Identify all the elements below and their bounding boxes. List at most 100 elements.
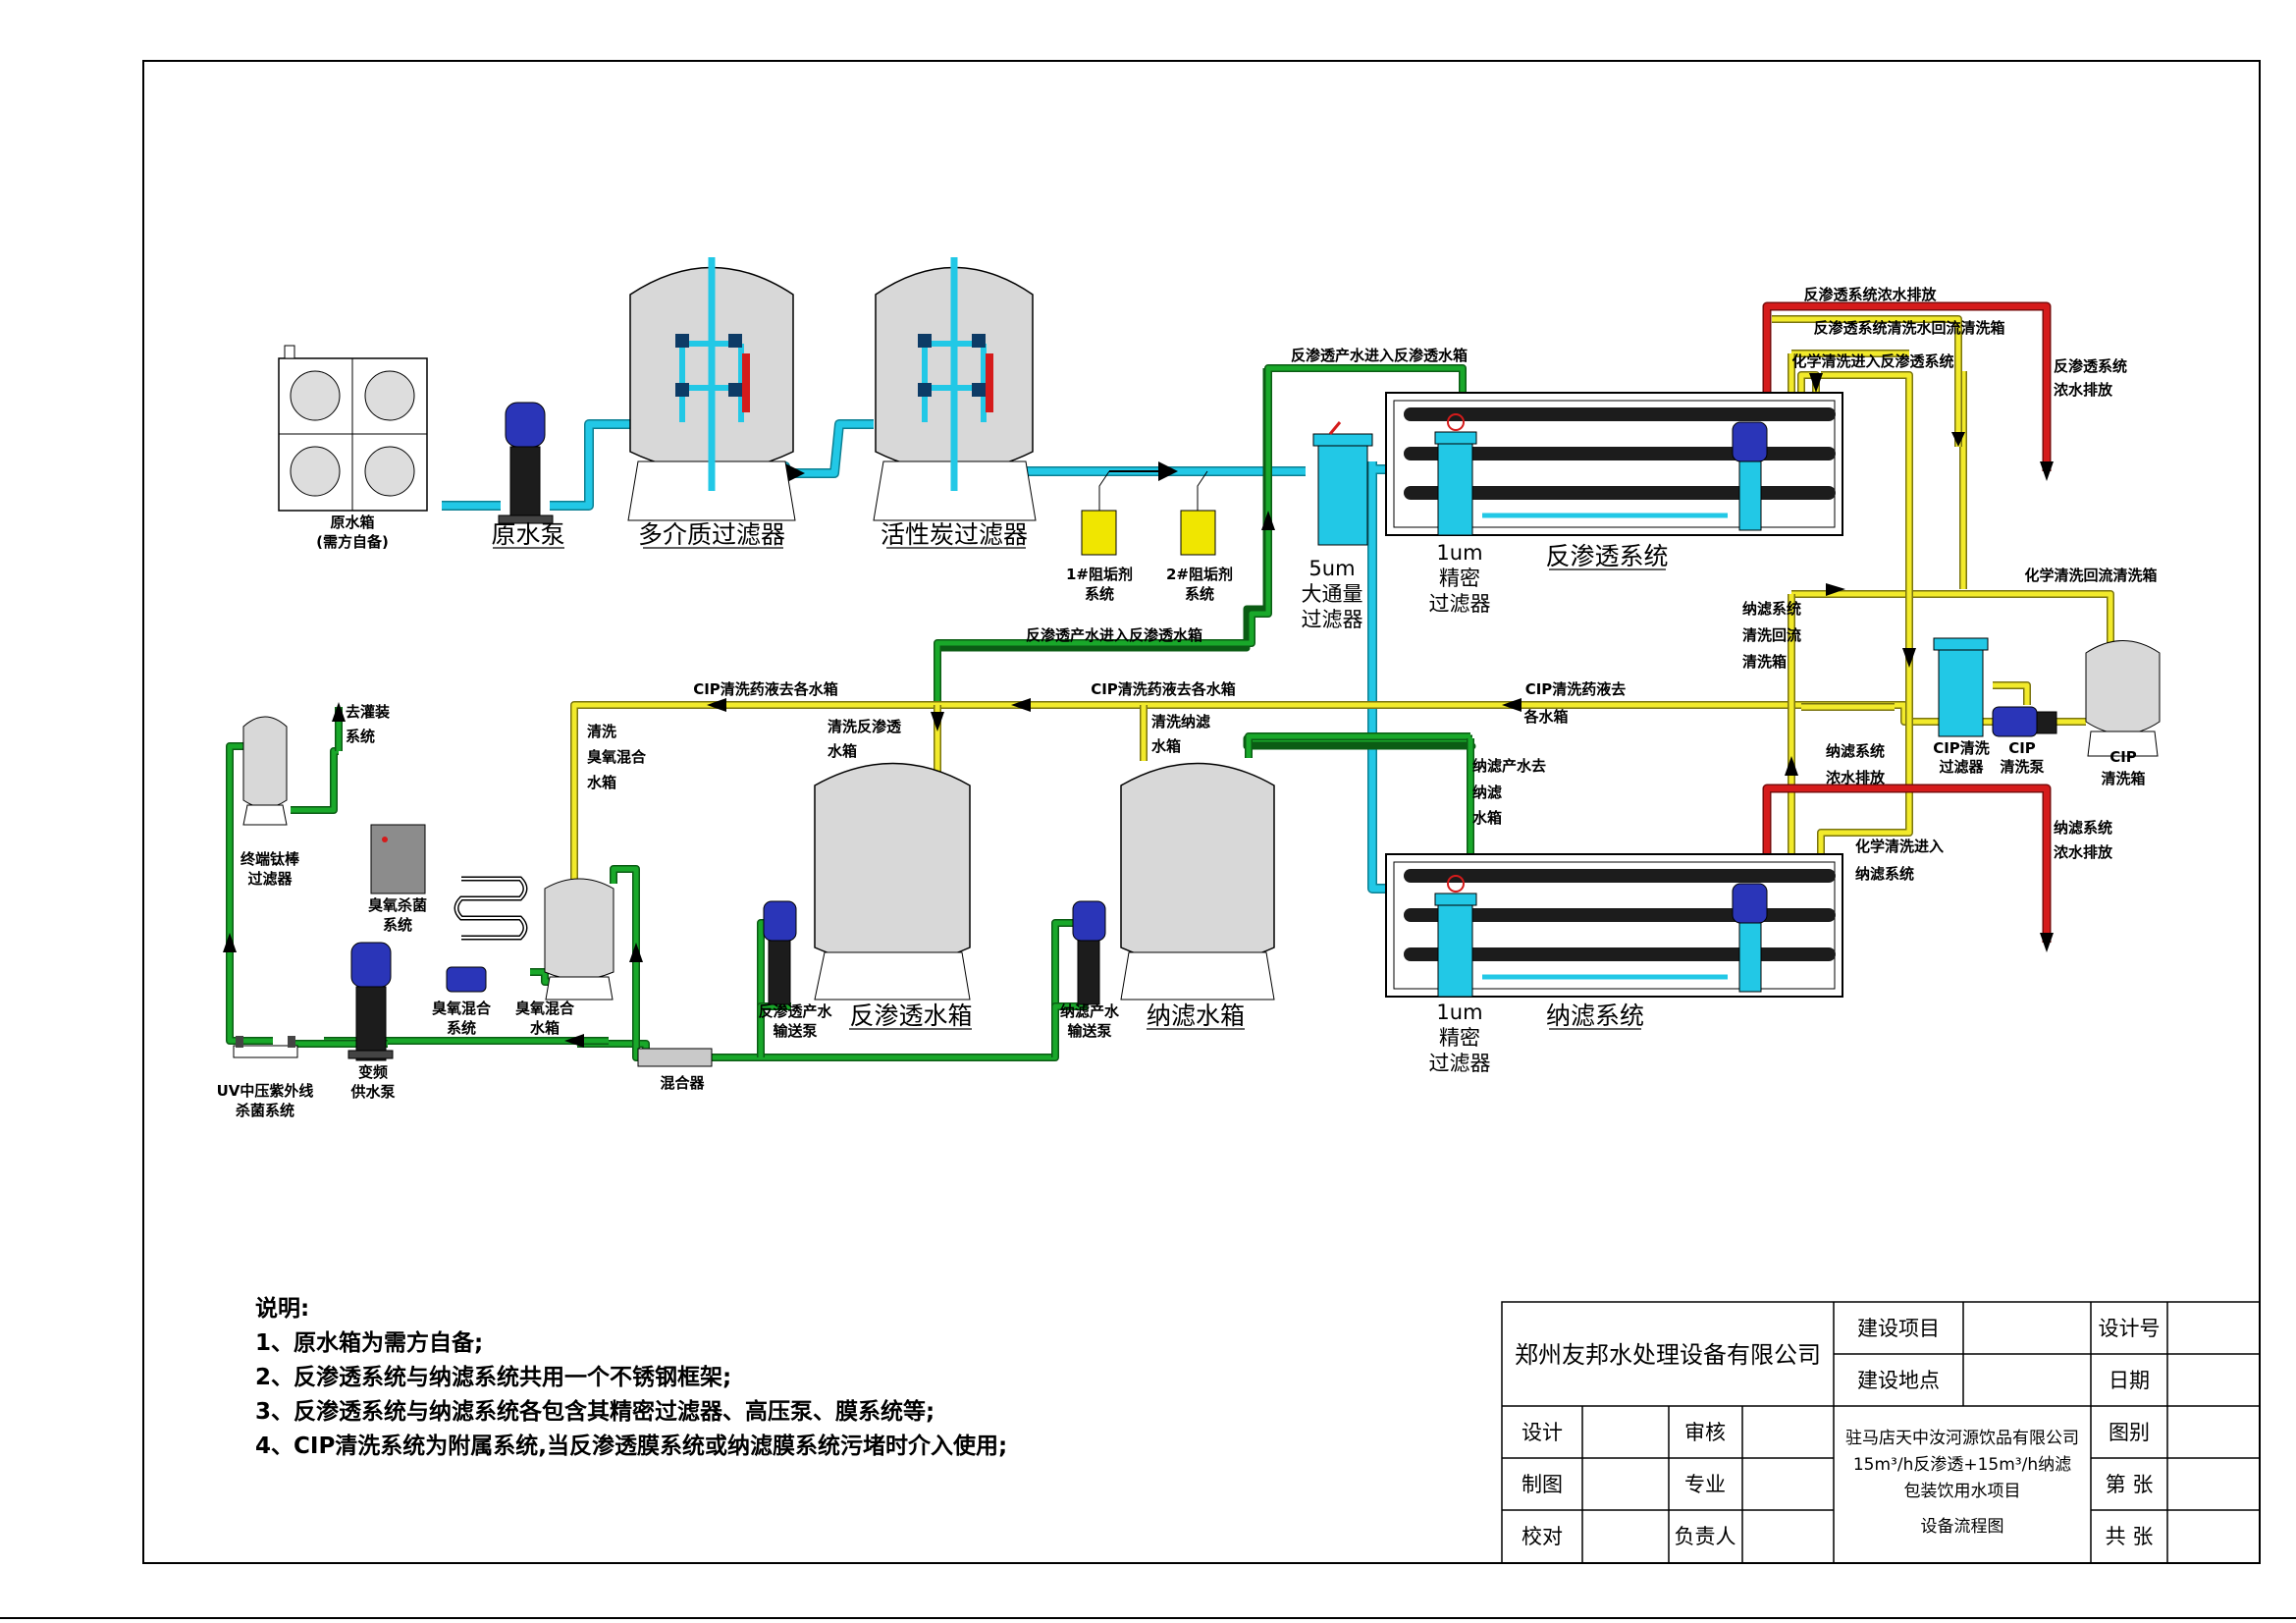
media-filter-label: 多介质过滤器 bbox=[638, 520, 785, 549]
project-line-3: 包装饮用水项目 bbox=[1904, 1482, 2021, 1501]
ozone-mix-label-line2: 系统 bbox=[447, 1019, 476, 1037]
cip-filter-label-line2: 过滤器 bbox=[1939, 758, 1984, 776]
wash-ro-tank-line2: 水箱 bbox=[828, 742, 857, 760]
ro-drain-right-line1: 反渗透系统 bbox=[2054, 357, 2127, 375]
wash-ro-tank-line1: 清洗反渗透 bbox=[828, 718, 902, 735]
drawing-border bbox=[142, 60, 2261, 1564]
cip-right-line2: 各水箱 bbox=[1522, 708, 1568, 726]
nf-drain-right-line2: 浓水排放 bbox=[2054, 843, 2113, 861]
ozone-generator bbox=[370, 824, 426, 894]
carbon-filter-label: 活性炭过滤器 bbox=[881, 520, 1028, 549]
nf-transfer-pump-label-line2: 输送泵 bbox=[1067, 1022, 1111, 1040]
nf-precision-label-line3: 过滤器 bbox=[1429, 1052, 1491, 1075]
note-3: 3、反渗透系统与纳滤系统各包含其精密过滤器、高压泵、膜系统等; bbox=[255, 1398, 934, 1425]
multimedia-filter bbox=[627, 257, 796, 521]
ro-water-tank bbox=[814, 762, 971, 1001]
chem-return-tank-label: 化学清洗回流清洗箱 bbox=[2024, 567, 2157, 584]
to-filling-line1: 去灌装 bbox=[346, 703, 391, 721]
terminal-filter-label-line1: 终端钛棒 bbox=[240, 850, 300, 868]
chem-into-ro-label: 化学清洗进入反渗透系统 bbox=[1791, 352, 1953, 370]
raw-pump-label: 原水泵 bbox=[491, 520, 564, 549]
dosing-system-1 bbox=[1081, 470, 1117, 556]
nf-membrane-system bbox=[1385, 853, 1843, 998]
note-1: 1、原水箱为需方自备; bbox=[255, 1329, 483, 1356]
wash-ozone-line2: 臭氧混合 bbox=[587, 748, 647, 766]
activated-carbon-filter bbox=[873, 257, 1037, 521]
nf-water-tank bbox=[1120, 762, 1275, 1001]
review-label: 审核 bbox=[1684, 1421, 1726, 1444]
wash-ozone-line3: 水箱 bbox=[587, 774, 616, 791]
ro-transfer-pump-label-line1: 反渗透产水 bbox=[758, 1002, 832, 1020]
cip-pump-label-line2: 清洗泵 bbox=[2000, 758, 2044, 776]
nf-concentrate-line2: 浓水排放 bbox=[1826, 769, 1886, 786]
ozone-mixing-tank bbox=[544, 878, 614, 1001]
raw-tank-sub-label: (需方自备) bbox=[316, 533, 389, 551]
ro-clean-return-label: 反渗透系统清洗水回流清洗箱 bbox=[1813, 319, 2004, 337]
ro-drain-right-line2: 浓水排放 bbox=[2054, 381, 2113, 399]
title-block bbox=[1501, 1301, 2261, 1564]
cip-to-tanks-left-label: CIP清洗药液去各水箱 bbox=[693, 680, 838, 698]
flow-labels: 反渗透系统浓水排放 反渗透系统清洗水回流清洗箱 化学清洗进入反渗透系统 反渗透系… bbox=[346, 286, 2158, 883]
nf-clean-return-line1: 纳滤系统 bbox=[1742, 600, 1801, 618]
vfd-pump-label-line2: 供水泵 bbox=[349, 1083, 395, 1101]
equipment-labels: 原水箱 (需方自备) 原水泵 多介质过滤器 活性炭过滤器 1#阻垢剂 系统 2#… bbox=[217, 514, 2146, 1119]
nf-clean-return-line3: 清洗箱 bbox=[1742, 653, 1787, 671]
note-2: 2、反渗透系统与纳滤系统共用一个不锈钢框架; bbox=[255, 1364, 731, 1390]
ozone-mix-label-line1: 臭氧混合 bbox=[432, 1000, 492, 1017]
ro-precision-label-line1: 1um bbox=[1436, 541, 1482, 565]
nf-product-line1: 纳滤产水去 bbox=[1472, 757, 1546, 775]
ozone-gen-label-line1: 臭氧杀菌 bbox=[368, 896, 427, 914]
ro-tank-label: 反渗透水箱 bbox=[849, 1001, 972, 1030]
big-filter-label-line1: 5um bbox=[1308, 557, 1355, 580]
wash-ozone-line1: 清洗 bbox=[587, 723, 616, 740]
project-label: 建设项目 bbox=[1857, 1317, 1940, 1340]
ro-precision-label-line2: 精密 bbox=[1439, 567, 1480, 590]
dosing2-label-line2: 系统 bbox=[1185, 585, 1214, 603]
nf-clean-return-line2: 清洗回流 bbox=[1742, 626, 1801, 644]
nf-transfer-pump-label-line1: 纳滤产水 bbox=[1060, 1002, 1120, 1020]
drawing-name: 设备流程图 bbox=[1921, 1517, 2004, 1537]
cip-tank bbox=[2085, 640, 2161, 757]
dosing1-label-line2: 系统 bbox=[1085, 585, 1114, 603]
ozone-mixing-coil bbox=[446, 876, 528, 993]
draw-label: 制图 bbox=[1522, 1473, 1563, 1496]
notes-block: 说明: 1、原水箱为需方自备; 2、反渗透系统与纳滤系统共用一个不锈钢框架; 3… bbox=[255, 1295, 1007, 1459]
ro-precision-label-line3: 过滤器 bbox=[1429, 592, 1491, 616]
vfd-supply-pump bbox=[347, 942, 394, 1061]
nf-precision-label-line1: 1um bbox=[1436, 1001, 1482, 1024]
static-mixer bbox=[637, 1048, 713, 1067]
site-label: 建设地点 bbox=[1857, 1369, 1940, 1392]
ro-product-top-label: 反渗透产水进入反渗透水箱 bbox=[1291, 347, 1468, 364]
cip-to-tanks-mid-label: CIP清洗药液去各水箱 bbox=[1091, 680, 1236, 698]
nf-system-label: 纳滤系统 bbox=[1546, 1001, 1644, 1030]
raw-water-tank bbox=[278, 345, 428, 512]
company-name: 郑州友邦水处理设备有限公司 bbox=[1515, 1341, 1821, 1369]
nf-drain-right-line1: 纳滤系统 bbox=[2054, 819, 2112, 837]
note-4: 4、CIP清洗系统为附属系统,当反渗透膜系统或纳滤膜系统污堵时介入使用; bbox=[255, 1433, 1007, 1459]
project-line-2: 15m³/h反渗透+15m³/h纳滤 bbox=[1853, 1455, 2071, 1475]
mixer-label: 混合器 bbox=[660, 1074, 705, 1092]
nf-precision-label-line2: 精密 bbox=[1439, 1026, 1480, 1050]
ro-membrane-system bbox=[1385, 392, 1843, 536]
cip-tank-label-line1: CIP bbox=[2109, 748, 2137, 766]
ro-transfer-pump-label-line2: 输送泵 bbox=[773, 1022, 817, 1040]
date-label: 日期 bbox=[2109, 1369, 2150, 1392]
raw-tank-label: 原水箱 bbox=[330, 514, 374, 531]
cip-pump-label-line1: CIP bbox=[2008, 739, 2036, 757]
terminal-filter-label-line2: 过滤器 bbox=[247, 870, 293, 888]
nf-tank-label: 纳滤水箱 bbox=[1147, 1001, 1245, 1030]
ozone-tank-label-line1: 臭氧混合 bbox=[515, 1000, 575, 1017]
nf-product-line2: 纳滤 bbox=[1472, 784, 1502, 801]
design-no-label: 设计号 bbox=[2099, 1317, 2161, 1340]
big-filter-label-line2: 大通量 bbox=[1302, 582, 1363, 606]
chem-into-nf-line1: 化学清洗进入 bbox=[1855, 838, 1944, 855]
cip-tank-label-line2: 清洗箱 bbox=[2101, 770, 2145, 787]
project-line-1: 驻马店天中汝河源饮品有限公司 bbox=[1845, 1429, 2079, 1448]
nf-transfer-pump bbox=[1072, 900, 1106, 1005]
sheet-label: 第 张 bbox=[2106, 1473, 2154, 1496]
cip-right-line1: CIP清洗药液去 bbox=[1525, 680, 1627, 698]
specialty-label: 专业 bbox=[1684, 1473, 1726, 1496]
uv-label-line2: 杀菌系统 bbox=[236, 1102, 294, 1119]
terminal-titanium-filter bbox=[242, 716, 288, 826]
